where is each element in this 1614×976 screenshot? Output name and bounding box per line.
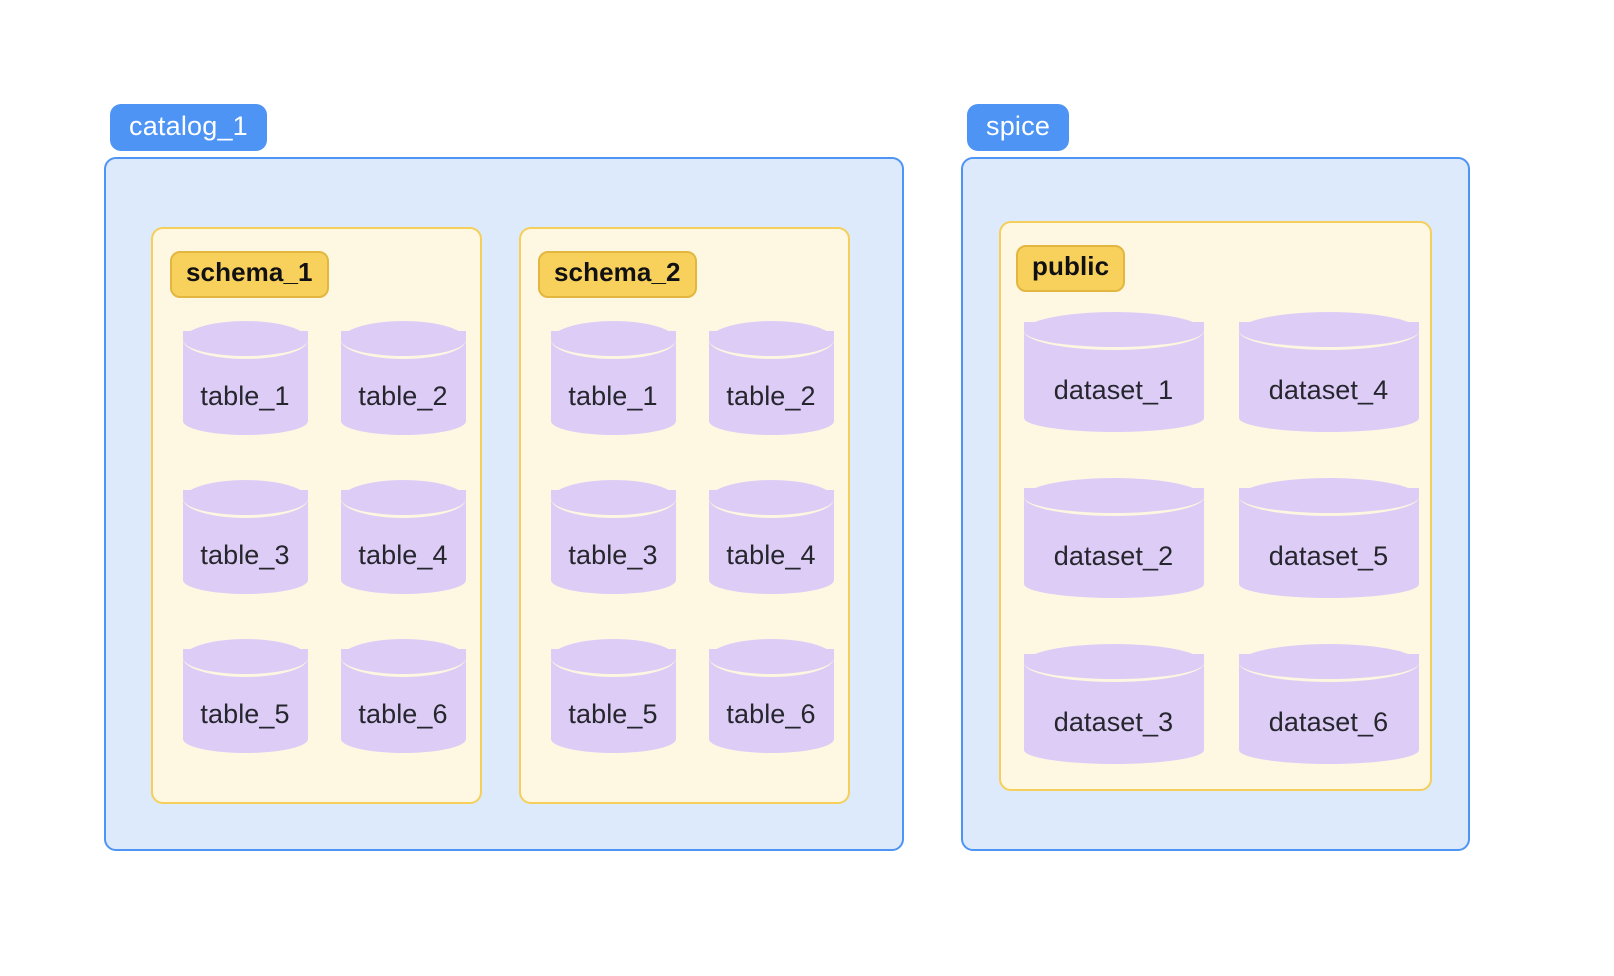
table-label: table_5 xyxy=(568,699,658,730)
cylinder-top-ellipse xyxy=(708,638,834,677)
table-label: table_4 xyxy=(726,540,816,571)
dataset-cylinder[interactable]: dataset_3 xyxy=(1023,643,1204,764)
table-label: table_3 xyxy=(568,540,658,571)
cylinder-top-ellipse xyxy=(340,638,466,677)
table-cylinder[interactable]: table_4 xyxy=(340,479,466,594)
cylinder-top-ellipse xyxy=(1023,477,1204,516)
table-label: table_5 xyxy=(200,699,290,730)
cylinder-top-ellipse xyxy=(708,320,834,359)
schema-badge-schema-1[interactable]: schema_1 xyxy=(170,251,329,298)
table-label: table_4 xyxy=(358,540,448,571)
cylinder-top-ellipse xyxy=(340,320,466,359)
table-label: table_6 xyxy=(726,699,816,730)
cylinder-top-ellipse xyxy=(550,479,676,518)
table-cylinder[interactable]: table_1 xyxy=(550,320,676,435)
table-cylinder[interactable]: table_5 xyxy=(550,638,676,753)
catalog-group-catalog-1: catalog_1 schema_1 table_1 table_2 xyxy=(104,104,904,852)
object-grid-schema-2: table_1 table_2 table_3 table_4 xyxy=(536,320,848,753)
cylinder-top-ellipse xyxy=(182,320,308,359)
table-cylinder[interactable]: table_3 xyxy=(182,479,308,594)
dataset-label: dataset_5 xyxy=(1268,541,1389,572)
table-label: table_6 xyxy=(358,699,448,730)
cylinder-top-ellipse xyxy=(550,320,676,359)
catalog-badge-catalog-1[interactable]: catalog_1 xyxy=(110,104,267,152)
object-grid-schema-1: table_1 table_2 table_3 table_4 xyxy=(168,320,480,753)
dataset-label: dataset_4 xyxy=(1268,375,1389,406)
schema-panel-schema-2: schema_2 table_1 table_2 table_3 xyxy=(519,227,850,805)
cylinder-top-ellipse xyxy=(1238,477,1419,516)
table-cylinder[interactable]: table_6 xyxy=(708,638,834,753)
cylinder-top-ellipse xyxy=(182,479,308,518)
cylinder-top-ellipse xyxy=(550,638,676,677)
dataset-cylinder[interactable]: dataset_2 xyxy=(1023,477,1204,598)
catalog-panel-catalog-1: schema_1 table_1 table_2 table_3 xyxy=(104,157,904,852)
table-label: table_2 xyxy=(358,381,448,412)
schema-panel-public: public dataset_1 dataset_4 dataset_2 xyxy=(999,221,1432,792)
catalog-group-spice: spice public dataset_1 dataset_4 xyxy=(961,104,1470,852)
table-label: table_1 xyxy=(200,381,290,412)
dataset-cylinder[interactable]: dataset_4 xyxy=(1238,311,1419,432)
dataset-label: dataset_2 xyxy=(1053,541,1174,572)
dataset-cylinder[interactable]: dataset_1 xyxy=(1023,311,1204,432)
dataset-label: dataset_3 xyxy=(1053,707,1174,738)
table-cylinder[interactable]: table_2 xyxy=(340,320,466,435)
dataset-cylinder[interactable]: dataset_6 xyxy=(1238,643,1419,764)
schema-badge-public[interactable]: public xyxy=(1016,245,1126,292)
dataset-label: dataset_6 xyxy=(1268,707,1389,738)
catalog-panel-spice: public dataset_1 dataset_4 dataset_2 xyxy=(961,157,1470,852)
table-cylinder[interactable]: table_3 xyxy=(550,479,676,594)
cylinder-top-ellipse xyxy=(182,638,308,677)
cylinder-top-ellipse xyxy=(708,479,834,518)
dataset-cylinder[interactable]: dataset_5 xyxy=(1238,477,1419,598)
schema-badge-schema-2[interactable]: schema_2 xyxy=(538,251,697,298)
schema-panel-schema-1: schema_1 table_1 table_2 table_3 xyxy=(151,227,482,805)
cylinder-top-ellipse xyxy=(1238,311,1419,350)
cylinder-top-ellipse xyxy=(1023,311,1204,350)
table-cylinder[interactable]: table_1 xyxy=(182,320,308,435)
catalog-badge-spice[interactable]: spice xyxy=(967,104,1070,152)
table-label: table_2 xyxy=(726,381,816,412)
table-cylinder[interactable]: table_5 xyxy=(182,638,308,753)
cylinder-top-ellipse xyxy=(1238,643,1419,682)
table-cylinder[interactable]: table_2 xyxy=(708,320,834,435)
object-grid-public: dataset_1 dataset_4 dataset_2 dataset_5 xyxy=(1012,311,1430,764)
table-label: table_3 xyxy=(200,540,290,571)
cylinder-top-ellipse xyxy=(1023,643,1204,682)
dataset-label: dataset_1 xyxy=(1053,375,1174,406)
table-cylinder[interactable]: table_4 xyxy=(708,479,834,594)
table-label: table_1 xyxy=(568,381,658,412)
table-cylinder[interactable]: table_6 xyxy=(340,638,466,753)
cylinder-top-ellipse xyxy=(340,479,466,518)
